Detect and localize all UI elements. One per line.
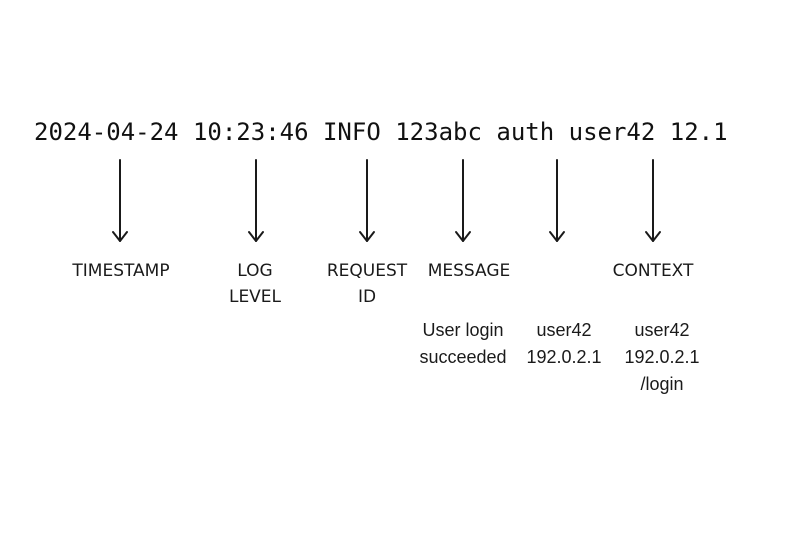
value-context-line3: /login [640,374,684,394]
value-auth-line2: 192.0.2.1 [526,347,602,367]
label-request-id-line1: REQUEST [326,261,408,281]
arrow-auth [549,159,565,242]
arrow-timestamp [112,159,128,242]
arrow-request-id [359,159,375,242]
log-line: 2024-04-24 10:23:46 INFO 123abc auth use… [0,112,763,152]
value-context: user42 192.0.2.1 /login [624,317,699,398]
label-log-level: LOG LEVEL [229,258,281,310]
value-message: User login succeeded [419,317,506,371]
log-line-text: 2024-04-24 10:23:46 INFO 123abc auth use… [34,118,728,146]
value-message-line1: User login [422,320,504,340]
value-auth-line1: user42 [536,320,592,340]
value-context-line1: user42 [634,320,690,340]
value-context-line2: 192.0.2.1 [624,347,700,367]
arrow-message [455,159,471,242]
value-auth: user42 192.0.2.1 [526,317,601,371]
label-context: CONTEXT [612,261,694,281]
label-request-id-line2: ID [357,287,377,307]
label-log-level-line2: LEVEL [228,287,282,307]
value-message-line2: succeeded [419,347,507,367]
label-timestamp: TIMESTAMP [72,261,170,281]
label-log-level-line1: LOG [237,261,273,281]
arrow-log-level [248,159,264,242]
arrow-context [645,159,661,242]
label-request-id: REQUEST ID [327,258,407,310]
label-message: MESSAGE [427,261,511,281]
label-message-clip: MESSAGE [426,258,526,288]
